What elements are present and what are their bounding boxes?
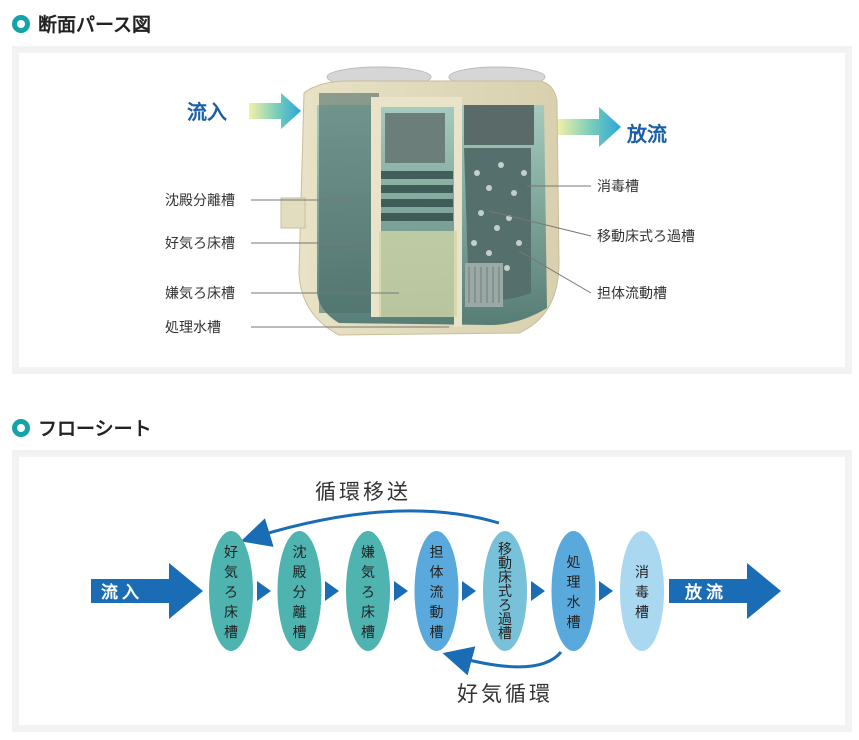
stage-label: 処理水槽	[567, 555, 581, 631]
label-disinfection-tank: 消毒槽	[597, 179, 639, 195]
stage-label: 移動床式ろ過槽	[498, 542, 512, 642]
loop-bottom-label: 好気循環	[457, 682, 553, 706]
circle-bullet-icon	[12, 14, 30, 33]
stage-label: 消毒槽	[635, 565, 649, 621]
inflow-arrow-icon	[249, 93, 301, 129]
label-anaerobic-filter-tank: 嫌気ろ床槽	[165, 286, 235, 302]
outflow-label: 放流	[626, 122, 667, 146]
flow-sheet-panel: 流入 放流 循環移送 好気循環 好気ろ床槽沈殿分離槽嫌気ろ床槽担体流動槽移動床	[12, 450, 852, 732]
stage-1: 好気ろ床槽	[209, 531, 253, 651]
inflow-flow-arrow-icon	[91, 563, 203, 619]
stage-ellipse	[483, 531, 527, 651]
label-moving-bed-filter-tank: 移動床式ろ過槽	[597, 229, 695, 245]
section-title: 断面パース図	[38, 14, 152, 36]
outflow-flow-arrow-icon	[669, 563, 781, 619]
recirculation-arrow-icon	[240, 509, 500, 547]
section-title: フローシート	[38, 418, 152, 440]
stage-label: 沈殿分離槽	[293, 545, 307, 641]
stage-ellipse	[414, 531, 459, 651]
outflow-arrow-icon	[557, 107, 621, 147]
cross-section-panel: 流入 放流 沈殿分離槽 好気ろ床槽 嫌気ろ床槽 処理水槽 消毒槽 移動床式ろ過槽…	[12, 46, 852, 374]
stage-ellipse	[277, 531, 322, 651]
circle-bullet-icon	[12, 418, 30, 437]
label-aerobic-filter-tank: 好気ろ床槽	[165, 236, 235, 252]
stage-7: 消毒槽	[620, 531, 664, 651]
inflow-label: 流入	[187, 100, 227, 124]
section-heading-cross-section: 断面パース図	[12, 10, 151, 37]
stage-ellipse	[209, 531, 253, 651]
left-leader-lines	[251, 199, 449, 328]
aerobic-loop-arrow-icon	[442, 646, 563, 676]
stage-4: 担体流動槽	[414, 531, 459, 651]
loop-top-label: 循環移送	[315, 480, 411, 504]
stage-ellipse	[620, 531, 664, 651]
label-sedimentation-tank: 沈殿分離槽	[165, 192, 235, 209]
flow-sheet-canvas: 流入 放流 循環移送 好気循環 好気ろ床槽沈殿分離槽嫌気ろ床槽担体流動槽移動床	[19, 457, 845, 725]
cross-section-diagram: 流入 放流 沈殿分離槽 好気ろ床槽 嫌気ろ床槽 処理水槽 消毒槽 移動床式ろ過槽…	[165, 66, 695, 336]
flow-inflow-label: 流入	[101, 582, 143, 603]
flow-outflow-label: 放流	[684, 582, 727, 603]
cross-section-canvas: 流入 放流 沈殿分離槽 好気ろ床槽 嫌気ろ床槽 処理水槽 消毒槽 移動床式ろ過槽…	[19, 53, 845, 367]
stage-6: 処理水槽	[551, 531, 596, 651]
stage-5: 移動床式ろ過槽	[483, 531, 527, 651]
stage-ellipse	[551, 531, 596, 651]
label-treated-water-tank: 処理水槽	[165, 320, 221, 336]
stage-label: 好気ろ床槽	[224, 545, 238, 641]
section-heading-flow-sheet: フローシート	[12, 414, 152, 441]
stage-connector-arrows	[257, 581, 613, 601]
right-leader-lines	[488, 185, 592, 294]
stage-2: 沈殿分離槽	[277, 531, 322, 651]
stage-label: 担体流動槽	[430, 545, 444, 641]
stage-list: 好気ろ床槽 沈殿分離槽 嫌気ろ床槽 担体流動槽 移動床式ろ過槽 処理水槽 消毒槽	[209, 531, 664, 651]
stage-3: 嫌気ろ床槽	[346, 531, 390, 651]
stage-label: 嫌気ろ床槽	[361, 545, 375, 641]
stage-ellipse	[346, 531, 390, 651]
tank-illustration	[280, 66, 560, 336]
label-carrier-fluid-tank: 担体流動槽	[597, 286, 667, 302]
